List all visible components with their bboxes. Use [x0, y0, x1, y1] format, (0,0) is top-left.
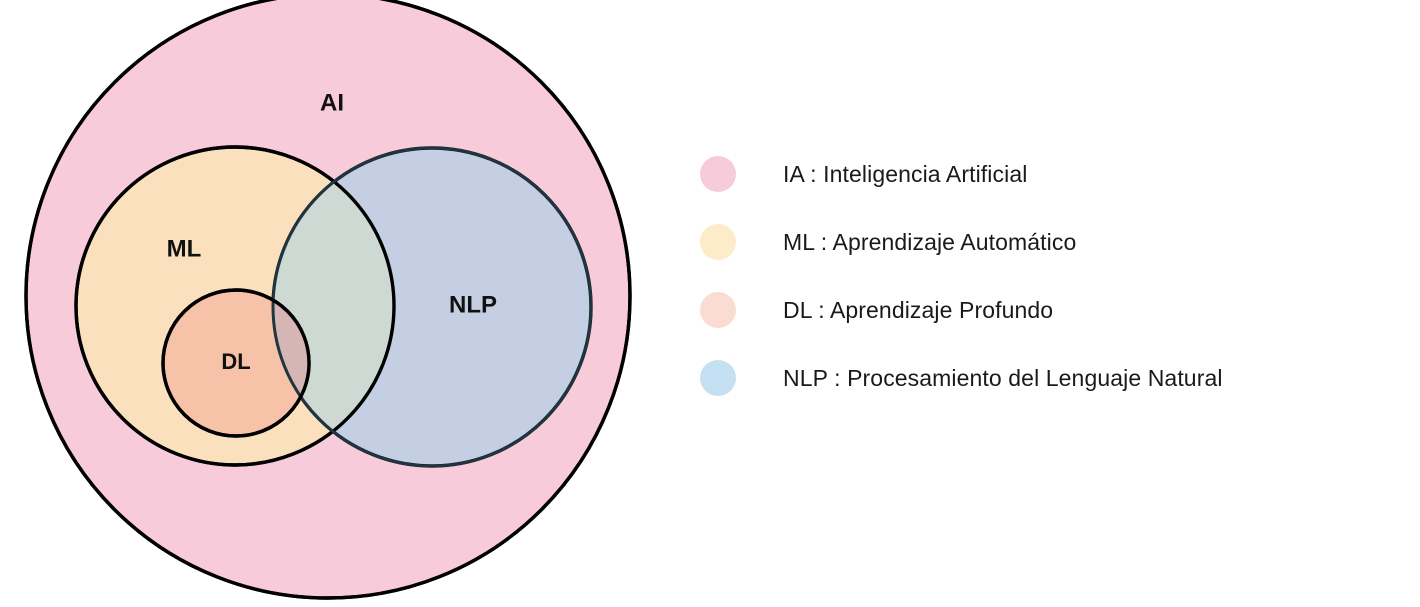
legend-label-dl: DL : Aprendizaje Profundo: [783, 296, 1054, 323]
legend-swatch-icon-nlp: [700, 360, 736, 396]
legend-swatch-icon-ml: [700, 224, 736, 260]
circle-ai-outline: [24, 0, 632, 600]
label-nlp: NLP: [449, 291, 497, 318]
venn-diagram-svg: AI ML NLP DL: [24, 0, 632, 600]
legend-label-ml: ML : Aprendizaje Automático: [783, 228, 1077, 255]
label-ml: ML: [167, 235, 202, 262]
legend-swatch-icon-dl: [700, 292, 736, 328]
circle-nlp-outline: [271, 146, 593, 468]
legend-swatch-icon-ia: [700, 156, 736, 192]
legend-item-dl: DL : Aprendizaje Profundo: [700, 276, 1410, 344]
circle-ml-outline: [74, 145, 396, 467]
venn-diagram: AI ML NLP DL: [0, 0, 680, 607]
legend-label-nlp: NLP : Procesamiento del Lenguaje Natural: [783, 364, 1223, 391]
legend-item-ml: ML : Aprendizaje Automático: [700, 208, 1410, 276]
overlap-ml-nlp: [273, 148, 394, 465]
circle-dl-outline: [161, 288, 311, 438]
legend-label-ia: IA : Inteligencia Artificial: [783, 160, 1028, 187]
label-dl: DL: [221, 349, 250, 374]
legend-item-nlp: NLP : Procesamiento del Lenguaje Natural: [700, 344, 1410, 412]
legend-item-ia: IA : Inteligencia Artificial: [700, 140, 1410, 208]
label-ai: AI: [320, 89, 344, 116]
legend: IA : Inteligencia Artificial ML : Aprend…: [700, 140, 1410, 412]
